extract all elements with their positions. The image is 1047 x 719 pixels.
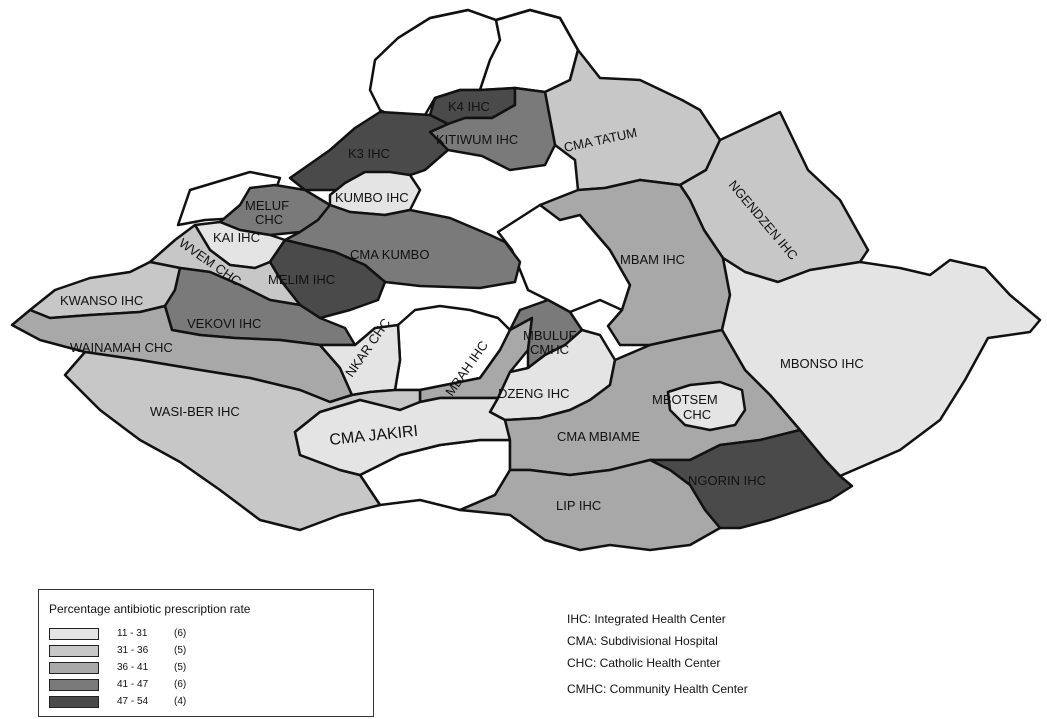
- legend-range: 47 - 54: [117, 696, 149, 707]
- label-meluf-chc-1: MELUF: [245, 198, 289, 213]
- label-vekovi-ihc: VEKOVI IHC: [187, 316, 261, 331]
- legend-count: (6): [174, 679, 187, 690]
- legend-swatch: [49, 679, 99, 691]
- label-cma-kumbo: CMA KUMBO: [350, 247, 429, 262]
- legend-count: (5): [174, 662, 187, 673]
- label-lip-ihc: LIP IHC: [556, 498, 601, 513]
- abbreviation-ihc: IHC: Integrated Health Center: [567, 612, 726, 626]
- abbreviation-chc: CHC: Catholic Health Center: [567, 656, 721, 670]
- district-map: CMA TATUM NGENDZEN IHC MBAM IHC MBONSO I…: [10, 8, 1042, 552]
- legend-swatch: [49, 628, 99, 640]
- label-mbuluf-cmhc-2: CMHC: [530, 342, 569, 357]
- label-meluf-chc-2: CHC: [255, 212, 283, 227]
- label-kitiwum-ihc: KITIWUM IHC: [436, 132, 518, 147]
- region-cma-tatum: [543, 48, 722, 192]
- legend-range: 31 - 36: [117, 645, 149, 656]
- region-lip-ihc: [458, 458, 722, 552]
- label-cma-mbiame: CMA MBIAME: [557, 429, 640, 444]
- legend-range: 36 - 41: [117, 662, 149, 673]
- label-dzeng-ihc: DZENG IHC: [498, 386, 570, 401]
- label-mbotsem-chc-1: MBOTSEM: [652, 392, 718, 407]
- label-kai-ihc: KAI IHC: [213, 230, 260, 245]
- legend-swatch: [49, 662, 99, 674]
- label-melim-ihc: MELIM IHC: [268, 272, 335, 287]
- legend-title: Percentage antibiotic prescription rate: [49, 602, 251, 616]
- legend-range: 11 - 31: [117, 628, 148, 639]
- region-nkar-chc: [318, 323, 402, 397]
- label-mbotsem-chc-2: CHC: [683, 407, 711, 422]
- label-kumbo-ihc: KUMBO IHC: [335, 190, 409, 205]
- label-wasi-ber-ihc: WASI-BER IHC: [150, 404, 240, 419]
- label-kwanso-ihc: KWANSO IHC: [60, 293, 143, 308]
- legend-swatch: [49, 645, 99, 657]
- label-wainamah-chc: WAINAMAH CHC: [70, 340, 173, 355]
- legend-range: 41 - 47: [117, 679, 149, 690]
- label-k3-ihc: K3 IHC: [348, 146, 390, 161]
- label-k4-ihc: K4 IHC: [448, 99, 490, 114]
- map-outline-north: [397, 8, 580, 51]
- region-mbotsem-chc: [666, 380, 747, 432]
- legend: Percentage antibiotic prescription rate …: [38, 589, 374, 717]
- abbreviation-cma: CMA: Subdivisional Hospital: [567, 634, 718, 648]
- label-ngorin-ihc: NGORIN IHC: [688, 473, 766, 488]
- legend-count: (4): [174, 696, 187, 707]
- region-cma-jakiri: [293, 396, 512, 477]
- label-mbuluf-cmhc-1: MBULUF: [523, 328, 577, 343]
- legend-count: (5): [174, 645, 187, 656]
- abbreviation-cmhc: CMHC: Community Health Center: [567, 682, 748, 696]
- legend-swatch: [49, 696, 99, 708]
- legend-count: (6): [174, 628, 187, 639]
- label-mbam-ihc: MBAM IHC: [620, 252, 685, 267]
- label-mbonso-ihc: MBONSO IHC: [780, 356, 864, 371]
